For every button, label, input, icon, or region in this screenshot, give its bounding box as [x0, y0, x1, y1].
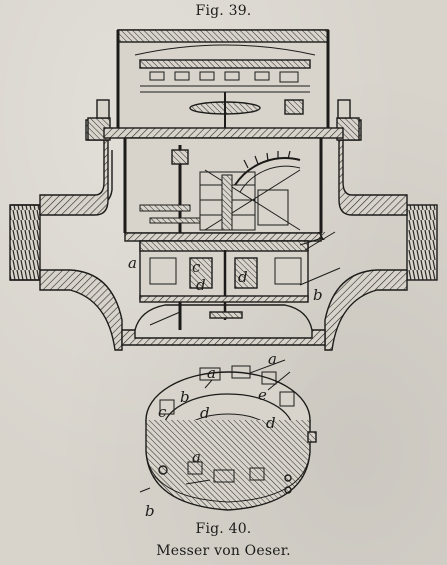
figure-40-caption: Fig. 40. — [195, 521, 252, 537]
label-c-fig40: c — [158, 403, 167, 421]
right-pipe-thread — [406, 204, 438, 281]
mid-plate — [103, 127, 344, 139]
label-b-fig40-bottom: b — [145, 502, 155, 520]
label-e-fig40: e — [258, 386, 267, 404]
label-a-fig40-top: a — [207, 364, 216, 382]
label-b-fig39: b — [313, 286, 323, 304]
label-d-fig39: d — [196, 276, 206, 294]
label-a2-fig40-top: a — [268, 350, 277, 368]
figure-40-subcaption: Messer von Oeser. — [156, 543, 291, 559]
label-d2-fig40: d — [266, 414, 276, 432]
figure-39-caption: Fig. 39. — [195, 3, 252, 19]
label-d2-fig39: d — [238, 268, 248, 286]
shaft-gears — [139, 204, 201, 224]
label-x-fig39: x — [317, 226, 326, 244]
figure-40-ring — [139, 359, 317, 511]
left-pipe-thread — [9, 204, 41, 281]
label-a-fig39: a — [128, 254, 137, 272]
label-b-fig40: b — [180, 388, 190, 406]
figure-39-section — [9, 29, 438, 351]
gear-stack — [199, 171, 289, 231]
label-a-fig40-bottom: a — [192, 448, 201, 466]
label-d-fig40: d — [200, 404, 210, 422]
label-c-fig39: c — [192, 258, 201, 276]
